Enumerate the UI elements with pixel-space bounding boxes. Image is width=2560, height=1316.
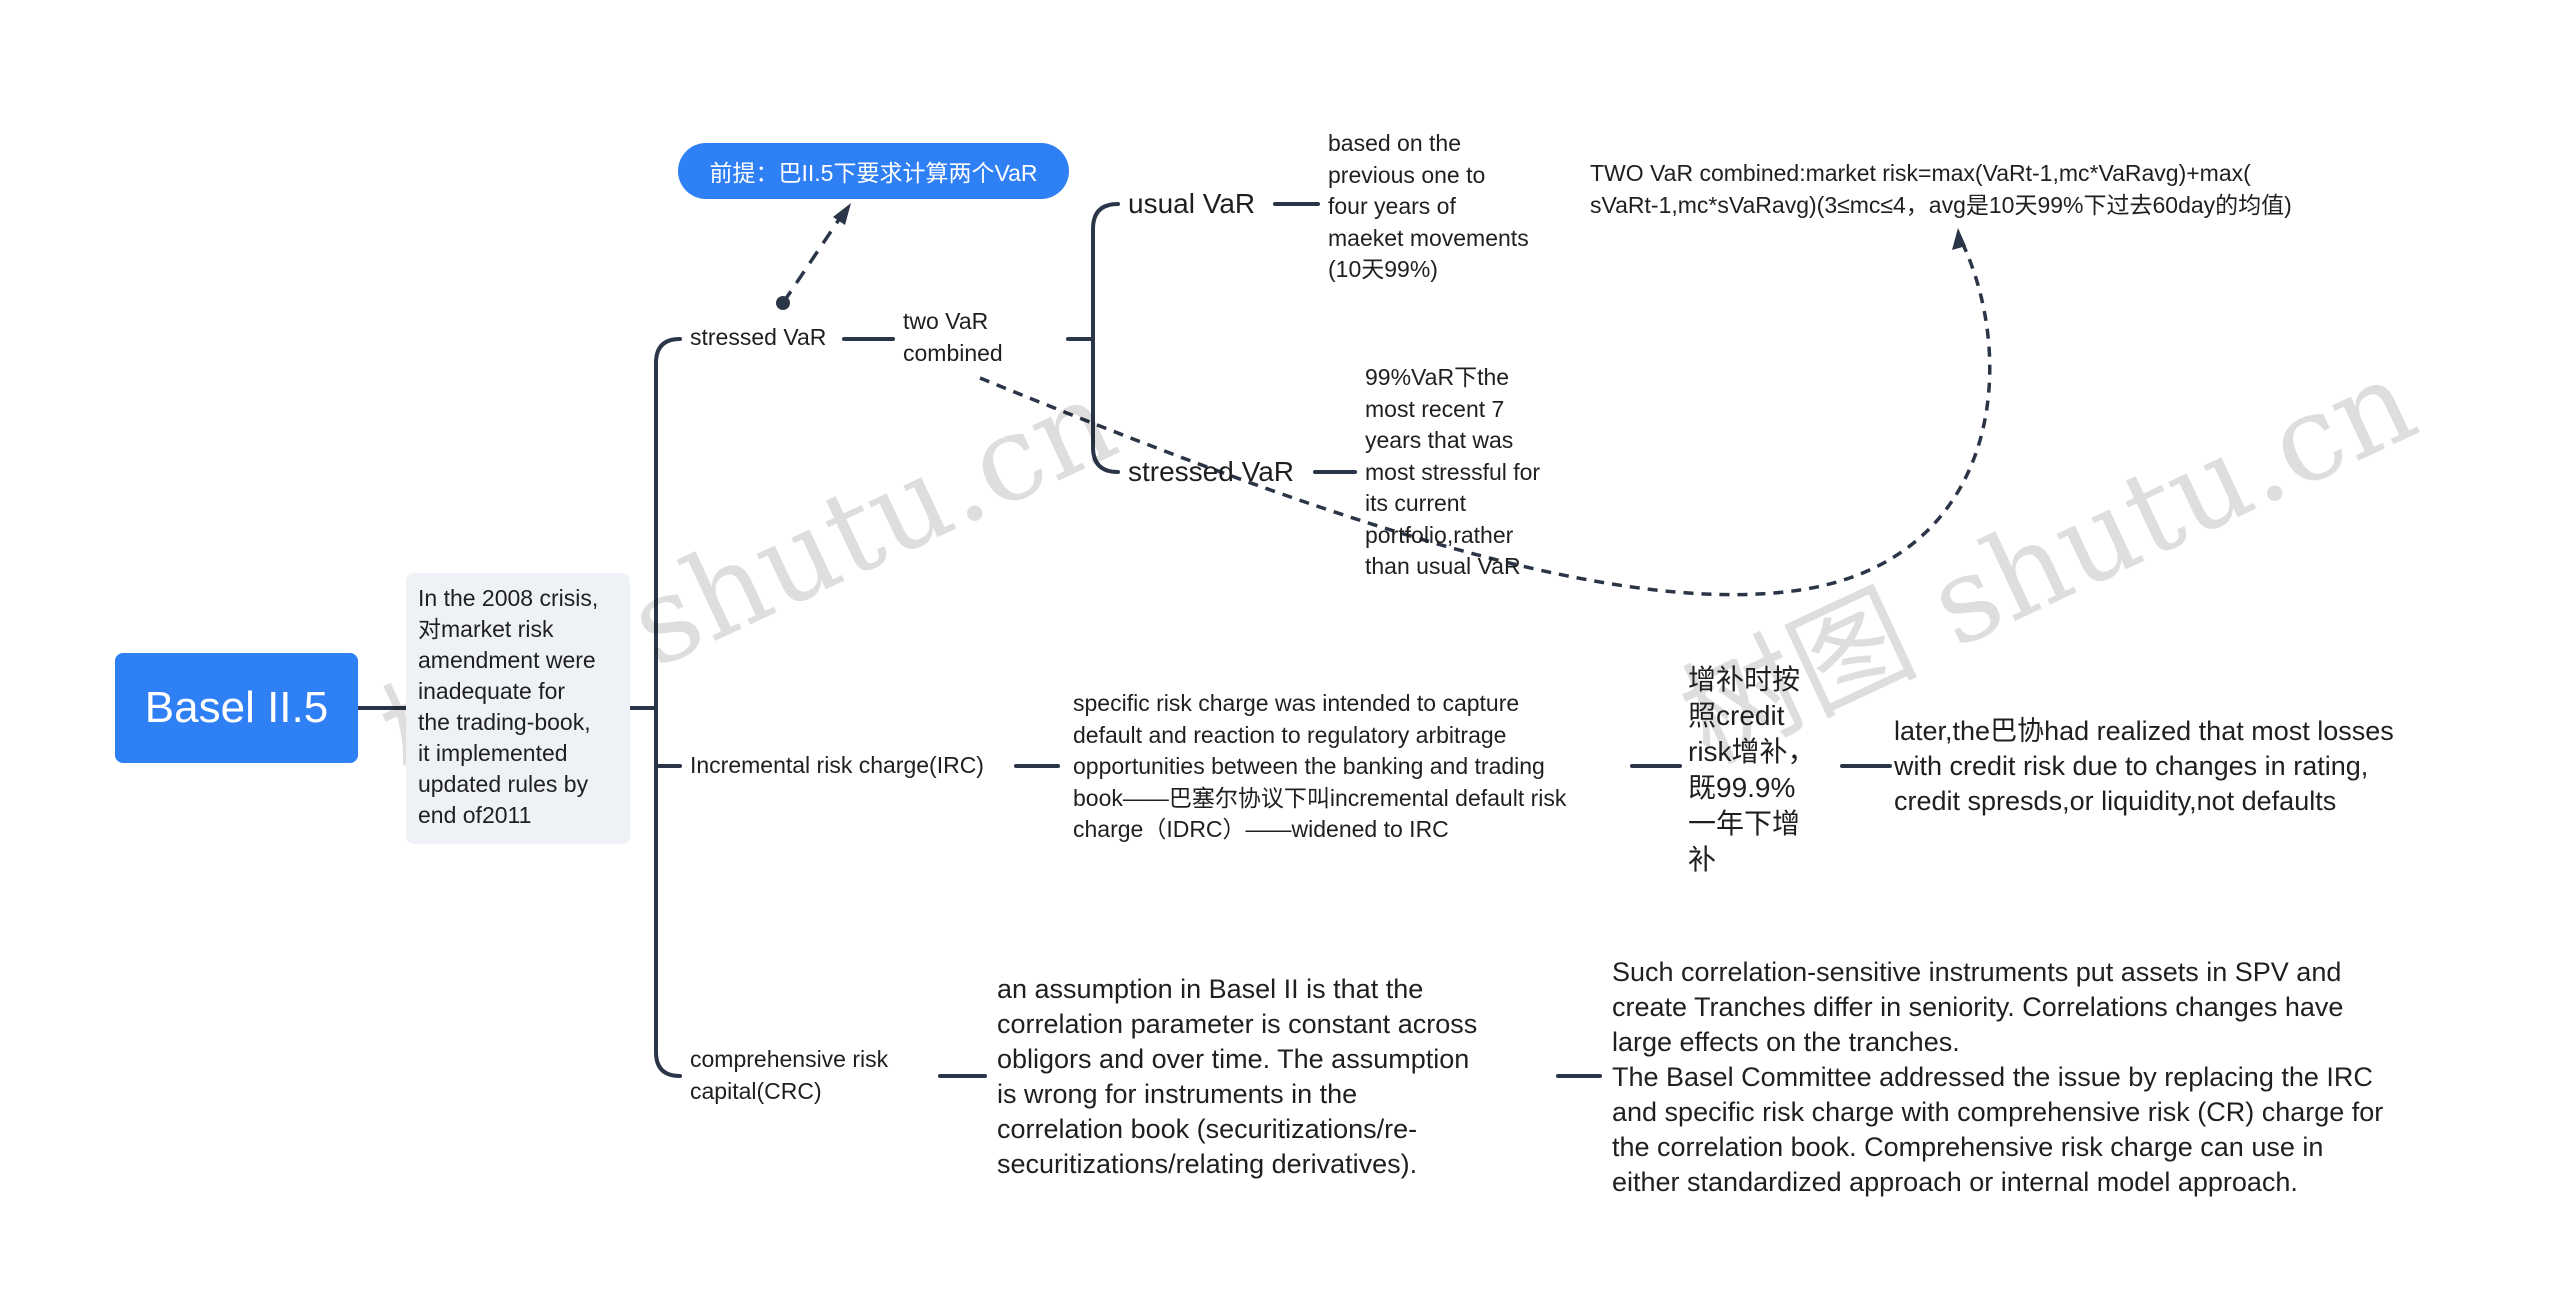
node-two-var-combined[interactable]: two VaR combined: [903, 308, 1003, 366]
node-stressed-var-sub[interactable]: stressed VaR: [1128, 456, 1294, 487]
relation-combined-arrow: [979, 237, 1992, 597]
usual-var-detail: based on the previous one to four years …: [1328, 130, 1529, 282]
connector-trunk: [654, 337, 682, 1078]
relation-arrows: [781, 214, 1992, 597]
relation-premise-arrow: [781, 214, 844, 304]
combined-formula: TWO VaR combined:market risk=max(VaRt-1,…: [1590, 160, 2292, 218]
premise-arrow-head: [833, 203, 851, 225]
node-usual-var[interactable]: usual VaR: [1128, 188, 1256, 219]
irc-supplement: 增补时按 照credit risk增补， 既99.9% 一年下增 补: [1688, 664, 1816, 875]
connector-lines: [356, 202, 1892, 1078]
stressed-var-detail: 99%VaR下the most recent 7 years that was …: [1365, 364, 1541, 579]
irc-later-note: later,the巴协had realized that most losses…: [1894, 716, 2394, 816]
irc-detail: specific risk charge was intended to cap…: [1073, 690, 1567, 842]
premise-arrow-start-dot: [776, 296, 790, 310]
branch-irc[interactable]: Incremental risk charge(IRC): [690, 752, 984, 778]
premise-node[interactable]: 前提：巴II.5下要求计算两个VaR: [678, 143, 1069, 199]
intro-note: In the 2008 crisis, 对market risk amendme…: [406, 573, 630, 844]
combined-arrow-head: [1952, 228, 1966, 250]
crc-assumption: an assumption in Basel II is that the co…: [997, 974, 1478, 1179]
branch-crc[interactable]: comprehensive risk capital(CRC): [690, 1046, 889, 1104]
connector-fork: [1091, 202, 1120, 474]
crc-resolution: Such correlation-sensitive instruments p…: [1612, 957, 2384, 1197]
branch-stressed-var[interactable]: stressed VaR: [690, 324, 827, 350]
root-node-basel[interactable]: Basel II.5: [115, 653, 358, 763]
arrow-heads: [776, 203, 1966, 310]
